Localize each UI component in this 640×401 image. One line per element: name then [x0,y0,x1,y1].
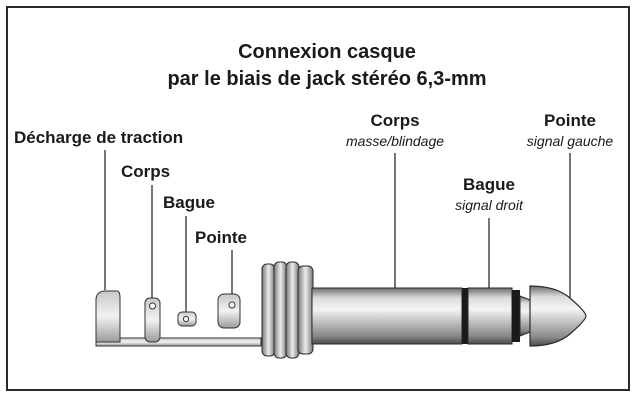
label-tip-left: Pointe [195,228,247,247]
label-body-right: Corps [370,111,419,130]
title-line1: Connexion casque [238,41,416,63]
label-ring-left: Bague [163,193,215,212]
terminal-base [95,337,262,347]
thread-ring-3 [285,261,300,359]
insulator-band-2 [512,290,520,342]
rear-terminals [95,290,262,347]
desc-tip-right: signal gauche [527,133,614,149]
label-tip-right: Pointe [544,111,596,130]
threaded-section [261,261,314,359]
tip-terminal-hole [228,301,236,309]
thread-ring-1 [261,263,276,357]
ring-contact [467,287,513,345]
tip-neck [519,295,531,337]
label-strain-relief: Décharge de traction [14,128,183,147]
title-line2: par le biais de jack stéréo 6,3-mm [167,68,486,90]
thread-ring-2 [273,261,288,359]
body-terminal-hole [149,302,156,310]
strain-relief-clamp [95,290,121,343]
tip-terminal [217,293,241,329]
body-terminal [144,297,161,343]
ring-terminal-hole [182,315,190,323]
thread-ring-4 [297,265,314,355]
label-body-left: Corps [121,162,170,181]
insulator-band-1 [462,288,468,344]
desc-ring-right: signal droit [455,197,524,213]
sleeve [311,287,463,345]
tip-contact [529,285,587,347]
label-ring-right: Bague [463,175,515,194]
desc-body-right: masse/blindage [346,133,444,149]
